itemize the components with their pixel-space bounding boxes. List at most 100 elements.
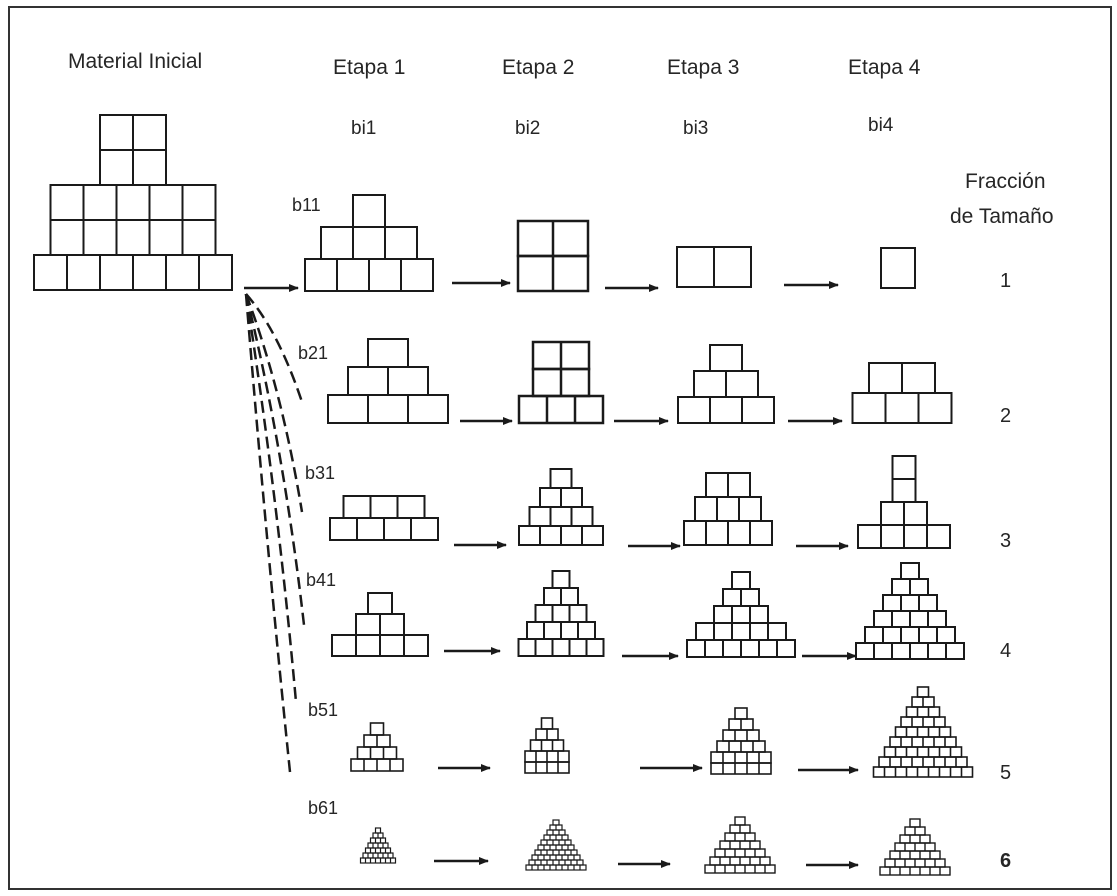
block-row [714,848,766,858]
pyramid-b23-stage3 [677,344,775,424]
block-row [528,506,594,527]
block-row [882,594,938,612]
block-row [364,847,392,854]
fraction-3: 3 [1000,530,1012,552]
block-row [905,706,941,718]
pyramid-b63-stage3 [704,816,776,874]
fraction-header-line2: de Tamaño [950,205,1054,228]
row-label-b41: b41 [306,570,337,590]
breakage-line-3 [244,293,304,513]
block-row [734,707,748,720]
block-row [851,392,953,424]
block-row [713,605,769,624]
fraction-2: 2 [1000,405,1012,427]
block-row [695,622,787,641]
block-row [534,604,588,623]
block-row [872,766,974,778]
fraction-header-line1: Fracción [965,170,1046,193]
block-row [709,344,743,372]
block-row [517,638,605,657]
pyramid-b24-stage4 [851,362,953,424]
stage-1-sub: bi1 [351,118,377,139]
pyramid-b22-stage2 [517,340,605,425]
block-row [694,496,762,522]
block-row [549,468,573,489]
block-row [540,717,554,730]
block-row [540,839,572,846]
breakage-line-2 [245,293,304,403]
pyramid-b11-stage1 [304,194,434,292]
pyramid-b61-stage1 [359,827,397,864]
pyramid-b34-stage4 [857,455,951,549]
block-row [724,832,756,842]
block-row [49,184,217,221]
block-row [889,850,941,860]
pyramid-b12-stage2 [516,219,590,293]
pyramid-b31-stage1 [329,495,439,541]
breakage-line-5 [244,293,298,703]
row-label-b11: b11 [292,195,321,215]
block-row [894,726,952,738]
breakage-line-6 [244,293,292,773]
stage-2-header: Etapa 2 [502,56,575,79]
stage-2-sub: bi2 [515,118,541,139]
stage-1-header: Etapa 1 [333,56,406,79]
block-row [320,226,418,260]
row-label-b31: b31 [305,463,336,483]
block-row [352,194,386,228]
stage-3-header: Etapa 3 [667,56,740,79]
block-row [722,729,760,742]
row-label-b61: b61 [308,798,339,818]
block-row [367,592,393,615]
fraction-5: 5 [1000,762,1012,784]
block-row [909,818,921,828]
pyramid-b53-stage3 [710,707,772,775]
block-row [552,819,560,826]
block-row [546,829,566,836]
block-row [734,816,746,826]
block-row [369,837,387,844]
fraction-6: 6 [1000,850,1012,872]
block-row [517,394,605,425]
pyramid-b52-stage2 [524,717,570,774]
pyramid-b32-stage2 [518,468,604,546]
pyramid-b54-stage4 [872,686,974,778]
block-row [327,394,449,424]
pyramid-b42-stage2 [517,570,605,657]
fraction-1: 1 [1000,270,1012,292]
block-row [891,478,917,503]
block-row [551,570,571,589]
pyramid-b14-stage4 [880,247,916,289]
block-row [710,762,772,775]
block-row [710,751,772,764]
block-row [900,562,920,580]
block-row [899,834,931,844]
pyramid-b51-stage1 [350,722,404,772]
pyramid-b13-stage3 [676,246,752,288]
diagram-frame [8,6,1112,890]
block-row [529,739,565,752]
initial-material-pyramid [33,114,233,291]
block-row [731,571,751,590]
stage-4-sub: bi4 [868,115,894,136]
pyramid-b64-stage4 [879,818,951,876]
block-row [367,338,409,368]
block-row [528,859,584,866]
pyramid-b33-stage3 [683,472,773,546]
pyramid-b43-stage3 [686,571,796,658]
fraction-4: 4 [1000,640,1012,662]
block-row [49,219,217,256]
row-label-b21: b21 [298,343,329,363]
initial-material-header: Material Inicial [68,50,203,73]
block-row [342,495,426,519]
pyramid-b62-stage2 [525,819,587,871]
breakage-line-4 [244,293,306,626]
block-row [916,686,930,698]
pyramid-b41-stage1 [331,592,429,657]
block-row [374,827,382,834]
block-row [891,455,917,480]
block-row [677,396,775,424]
block-row [880,247,916,289]
pyramid-b21-stage1 [327,338,449,424]
